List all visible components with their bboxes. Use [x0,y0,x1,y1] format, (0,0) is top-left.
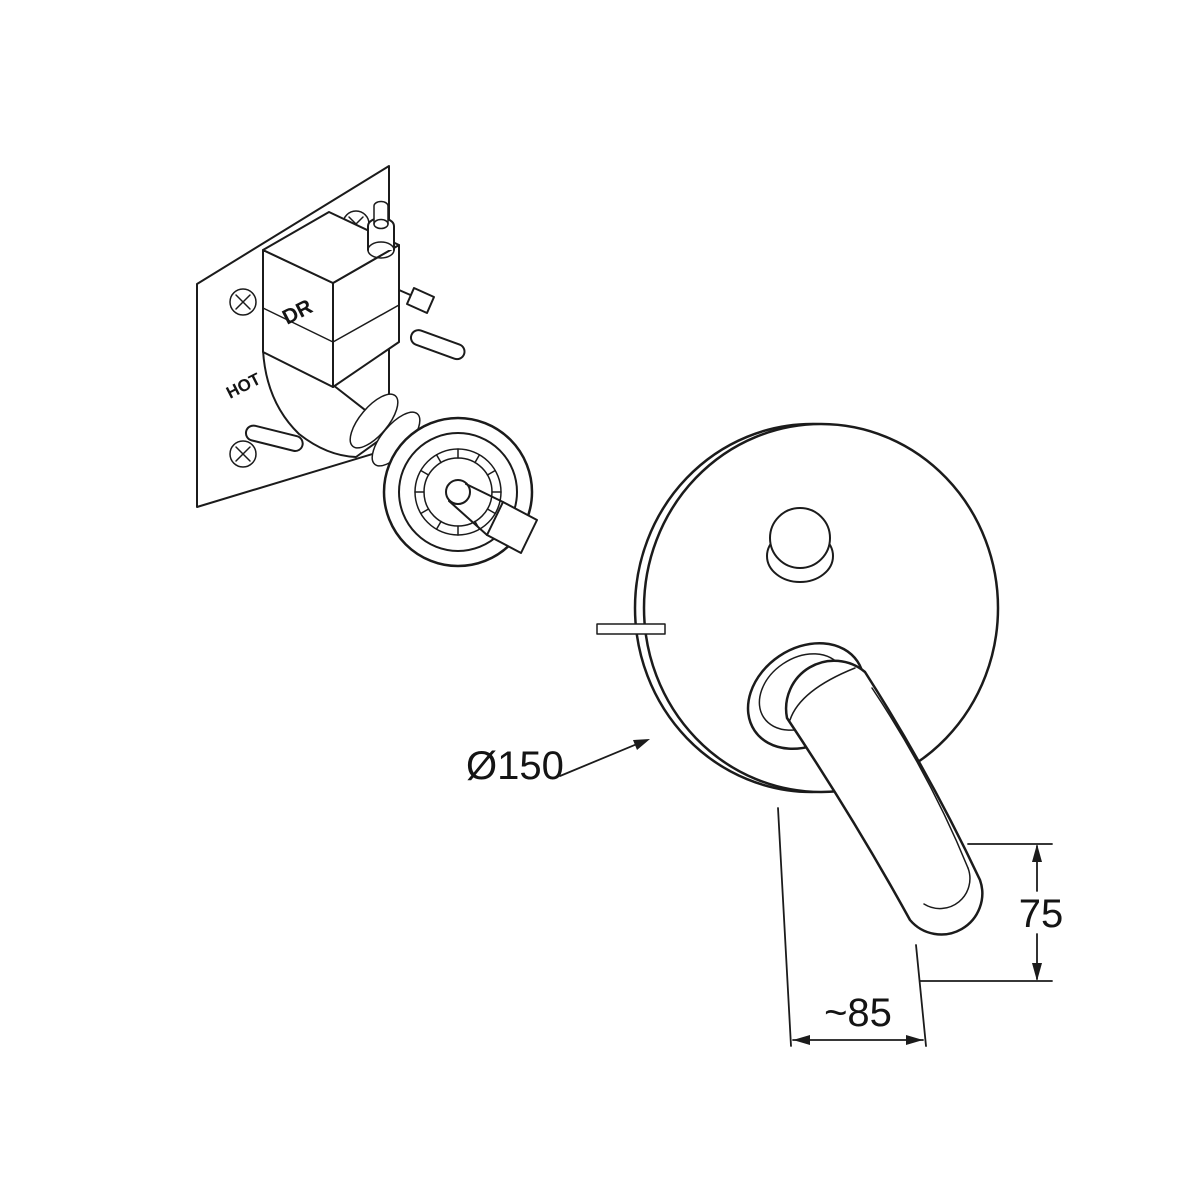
dimensions: Ø150 75 ~85 [466,739,1064,1047]
dimension-arrow-right [906,1035,923,1045]
dimension-arrow-down [1032,963,1042,981]
dimension-arrow-left [793,1035,810,1045]
lever-handle-base-contour [789,667,856,721]
cartridge-square-stem [448,483,538,554]
escutcheon-plate [642,422,1000,794]
cartridge-ring [398,432,518,552]
dimension-arrow-up [1032,844,1042,862]
mounting-screw [229,440,257,468]
lever-handle [784,659,984,936]
extension-line [777,807,792,1047]
diverter-button-face [769,507,831,569]
valve-body [262,211,400,388]
plate-diameter-label: Ø150 [466,744,564,788]
handle-depth-label: ~85 [824,991,892,1035]
plate-diameter-leader-line [559,743,638,777]
valve-body-step-line [262,307,334,343]
lever-handle-tip-contour [923,867,971,910]
stop-valve-stem [398,287,435,314]
mounting-screw [229,288,257,316]
check-valve-lever-right [409,329,466,361]
cartridge [382,416,538,568]
trim-unit [596,422,1000,936]
plate-diameter-arrow [633,739,650,750]
valve-body-step-line [332,304,400,343]
diverter-button [766,507,834,583]
lever-handle-highlight [871,687,969,869]
handle-height-label: 75 [1019,892,1064,936]
top-spindle [367,200,395,259]
spindle-rod [596,623,666,635]
dim-handle-height: 75 [919,843,1064,982]
check-valve-lever-left [244,424,304,452]
cartridge-hub [445,479,471,505]
rough-in-valve-unit: DR HOT [196,165,538,568]
dim-handle-depth: ~85 [777,807,927,1047]
dim-plate-diameter: Ø150 [466,739,650,788]
extension-line [915,944,927,1047]
cartridge-neck [349,393,421,467]
valve-body-top-face [262,211,400,284]
